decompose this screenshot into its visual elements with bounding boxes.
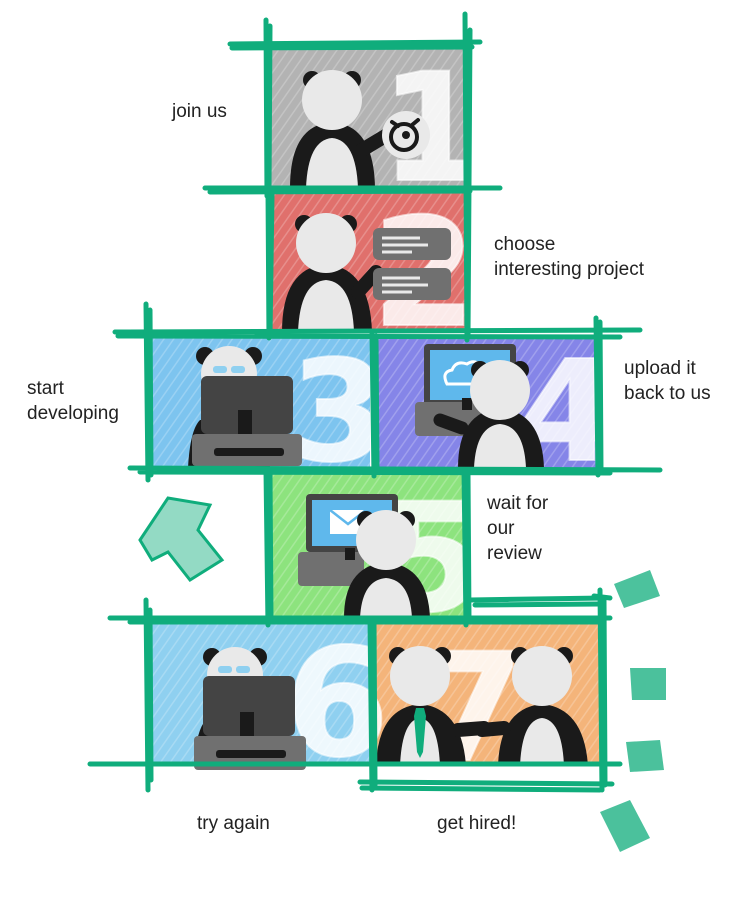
panda-logo-icon bbox=[382, 111, 430, 159]
step-5-line-3: review bbox=[487, 543, 542, 564]
step-label-1: join us bbox=[172, 99, 227, 124]
step-label-5: wait for our review bbox=[487, 491, 548, 566]
step-label-4: upload it back to us bbox=[624, 356, 711, 406]
step-label-6: try again bbox=[197, 811, 270, 836]
step-6-line-1: try again bbox=[197, 813, 270, 834]
arrow-icon bbox=[138, 496, 225, 582]
laptop-icon-3 bbox=[192, 376, 302, 466]
step-4-line-1: upload it bbox=[624, 358, 696, 379]
step-4-line-2: back to us bbox=[624, 383, 711, 404]
panda-2 bbox=[282, 213, 383, 332]
step-7-line-1: get hired! bbox=[437, 813, 517, 834]
step-5-line-2: our bbox=[487, 518, 515, 539]
panda-7-right bbox=[475, 646, 588, 766]
step-2-line-2: interesting project bbox=[494, 259, 644, 280]
panda-1 bbox=[290, 70, 399, 188]
laptop-icon-6 bbox=[194, 676, 306, 770]
step-label-3: start developing bbox=[27, 376, 119, 426]
step-5-line-1: wait for bbox=[487, 493, 549, 514]
chat-bubble-icon bbox=[373, 228, 451, 300]
step-2-line-1: choose bbox=[494, 234, 556, 255]
step-label-2: choose interesting project bbox=[494, 232, 644, 282]
sketch-marks bbox=[600, 570, 666, 852]
sketch-frame bbox=[87, 11, 663, 793]
step-label-7: get hired! bbox=[437, 811, 516, 836]
panda-5 bbox=[344, 510, 430, 618]
panda-4 bbox=[433, 360, 544, 468]
step-3-line-1: start bbox=[27, 378, 64, 399]
tie-icon bbox=[414, 708, 426, 758]
step-3-line-2: developing bbox=[27, 403, 119, 424]
step-1-line-1: join us bbox=[172, 101, 227, 122]
